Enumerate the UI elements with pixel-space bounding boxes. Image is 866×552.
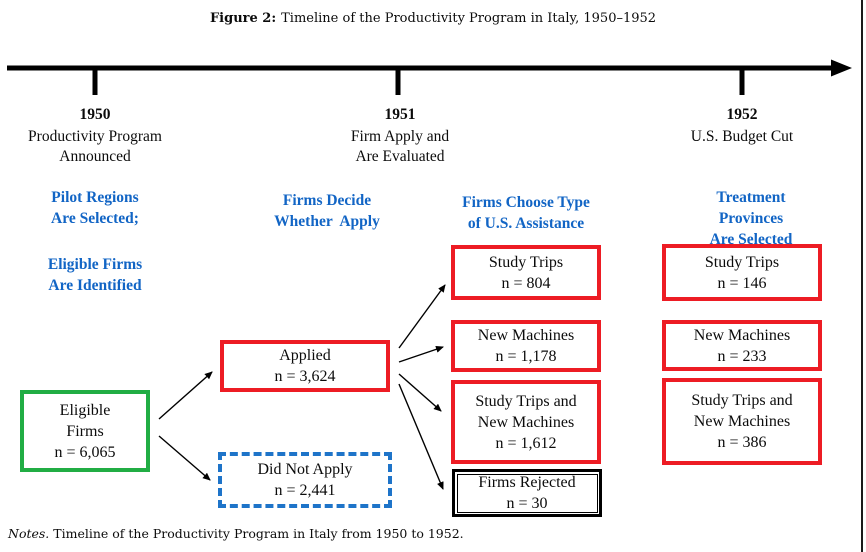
box-treatment-new-machines-n: n = 233 <box>717 347 767 365</box>
figure-caption: Timeline of the Productivity Program in … <box>281 11 657 26</box>
milestone-1952-year: 1952 <box>726 106 758 123</box>
figure-label: Figure 2: <box>209 11 277 26</box>
stage-header-pilot-regions: Pilot Regions Are Selected; <box>51 189 139 227</box>
milestone-1950: 1950 Productivity Program Announced <box>28 105 162 167</box>
box-did-not-apply-n: n = 2,441 <box>274 482 336 499</box>
figure-title: Figure 2: Timeline of the Productivity Pr… <box>0 10 866 28</box>
box-treatment-both-n: n = 386 <box>717 434 767 451</box>
notes-text: Timeline of the Productivity Program in … <box>53 526 464 541</box>
box-applied-label: Applied <box>279 347 331 364</box>
box-treatment-both: Study Trips and New Machines n = 386 <box>662 378 822 465</box>
box-assistance-new-machines: New Machines n = 1,178 <box>451 320 601 372</box>
stage-header-treatment-provinces: Treatment Provinces Are Selected <box>709 189 793 248</box>
box-applied-n: n = 3,624 <box>274 368 336 385</box>
stage-header-eligible-firms: Eligible Firms Are Identified <box>47 256 143 294</box>
box-treatment-study-trips-label: Study Trips <box>704 253 780 271</box>
notes-label: Notes. <box>8 526 50 541</box>
box-did-not-apply: Did Not Apply n = 2,441 <box>218 452 392 508</box>
box-firms-rejected: Firms Rejected n = 30 <box>452 469 602 517</box>
box-assistance-new-machines-n: n = 1,178 <box>495 348 557 365</box>
milestone-1951: 1951 Firm Apply and Are Evaluated <box>351 105 449 167</box>
milestone-1950-event: Productivity Program Announced <box>28 128 162 165</box>
arrow-applied-to-studytrips <box>398 284 446 349</box>
box-treatment-new-machines: New Machines n = 233 <box>662 320 822 371</box>
box-treatment-new-machines-label: New Machines <box>693 326 791 344</box>
arrow-eligible-to-applied <box>158 371 213 420</box>
arrow-eligible-to-didnotapply <box>158 435 211 481</box>
timeline-arrowhead-icon <box>831 59 852 77</box>
stage-header-firms-decide: Firms Decide Whether Apply <box>274 192 380 230</box>
box-assistance-both-label: Study Trips and New Machines <box>475 392 577 431</box>
stage-header-firms-choose: Firms Choose Type of U.S. Assistance <box>462 194 590 232</box>
box-assistance-study-trips-n: n = 804 <box>501 274 551 292</box>
box-eligible-firms-n: n = 6,065 <box>54 443 116 461</box>
box-assistance-both: Study Trips and New Machines n = 1,612 <box>451 380 601 464</box>
milestone-1951-year: 1951 <box>384 106 416 123</box>
window-right-edge-line <box>861 0 863 552</box>
box-treatment-study-trips-n: n = 146 <box>717 274 767 292</box>
milestone-1952-event: U.S. Budget Cut <box>690 128 794 145</box>
figure-notes: Notes.Timeline of the Productivity Progr… <box>8 525 464 542</box>
box-assistance-study-trips-label: Study Trips <box>488 253 564 271</box>
box-assistance-study-trips: Study Trips n = 804 <box>451 245 601 300</box>
box-treatment-both-label: Study Trips and New Machines <box>691 392 793 430</box>
box-firms-rejected-n: n = 30 <box>506 495 548 512</box>
box-eligible-firms-label: Eligible Firms <box>59 401 111 440</box>
milestone-1951-event: Firm Apply and Are Evaluated <box>350 128 450 165</box>
box-did-not-apply-label: Did Not Apply <box>257 461 353 478</box>
box-assistance-both-n: n = 1,612 <box>495 434 557 452</box>
box-assistance-new-machines-label: New Machines <box>477 327 575 344</box>
box-firms-rejected-label: Firms Rejected <box>478 474 576 491</box>
arrow-applied-to-newmachines <box>398 345 444 363</box>
box-applied: Applied n = 3,624 <box>220 340 390 392</box>
arrow-applied-to-rejected <box>398 383 444 490</box>
arrow-applied-to-both <box>398 373 442 412</box>
milestone-1950-year: 1950 <box>79 106 111 123</box>
box-eligible-firms: Eligible Firms n = 6,065 <box>20 390 150 472</box>
box-treatment-study-trips: Study Trips n = 146 <box>662 244 822 301</box>
milestone-1952: 1952 U.S. Budget Cut <box>691 105 793 147</box>
